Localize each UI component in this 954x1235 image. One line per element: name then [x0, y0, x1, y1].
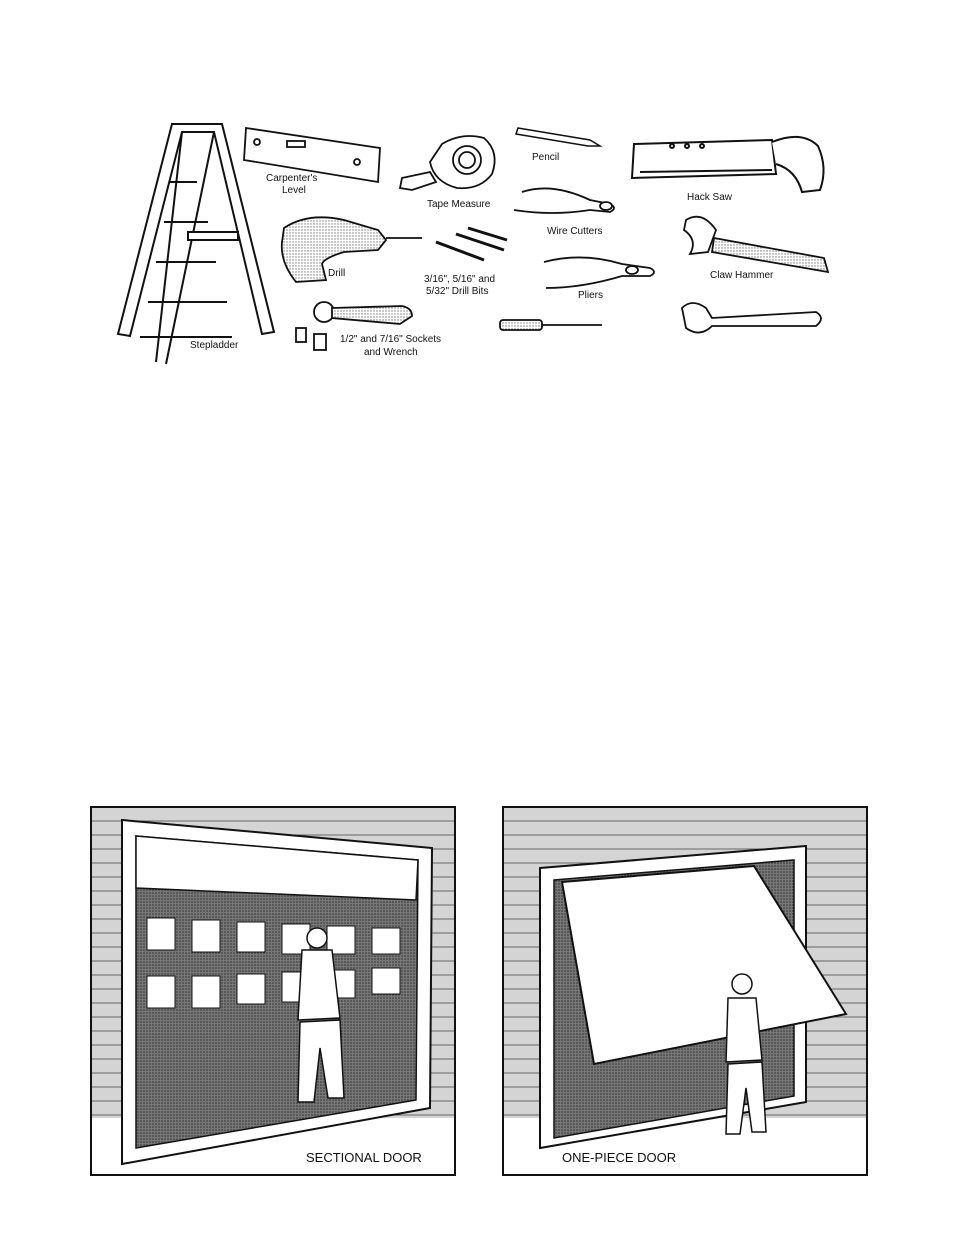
- wire-cutters-label: Wire Cutters: [547, 226, 603, 237]
- hack-saw-label: Hack Saw: [687, 192, 733, 203]
- sectional-door-panel: SECTIONAL DOOR: [90, 806, 456, 1176]
- drill-label: Drill: [328, 268, 345, 279]
- pencil-label: Pencil: [532, 152, 559, 163]
- tools-illustration: Stepladder Carpenter's Level Tape Measur…: [112, 112, 844, 370]
- drill-icon: [282, 217, 422, 282]
- wire-cutters-icon: [514, 188, 614, 213]
- tape-measure-label: Tape Measure: [427, 199, 491, 210]
- sockets-label-line1: 1/2" and 7/16" Sockets: [340, 334, 441, 345]
- level-label-line2: Level: [282, 185, 306, 196]
- pliers-icon: [544, 257, 654, 288]
- hack-saw-icon: [632, 137, 824, 192]
- one-piece-door-caption: ONE-PIECE DOOR: [562, 1150, 676, 1165]
- sectional-door-caption: SECTIONAL DOOR: [306, 1150, 422, 1165]
- drill-bits-icon: [436, 228, 507, 260]
- claw-hammer-icon: [684, 217, 828, 272]
- stepladder-label: Stepladder: [190, 340, 239, 351]
- screwdriver-icon: [500, 320, 602, 330]
- claw-hammer-label: Claw Hammer: [710, 270, 774, 281]
- tape-measure-icon: [400, 136, 495, 190]
- adjustable-wrench-icon: [682, 303, 821, 333]
- drill-bits-label-line1: 3/16", 5/16" and: [424, 274, 495, 285]
- pliers-label: Pliers: [578, 290, 603, 301]
- level-label-line1: Carpenter's: [266, 173, 317, 184]
- one-piece-door-panel: ONE-PIECE DOOR: [502, 806, 868, 1176]
- sockets-label-line2: and Wrench: [364, 347, 418, 358]
- drill-bits-label-line2: 5/32" Drill Bits: [426, 286, 488, 297]
- pencil-icon: [516, 128, 600, 146]
